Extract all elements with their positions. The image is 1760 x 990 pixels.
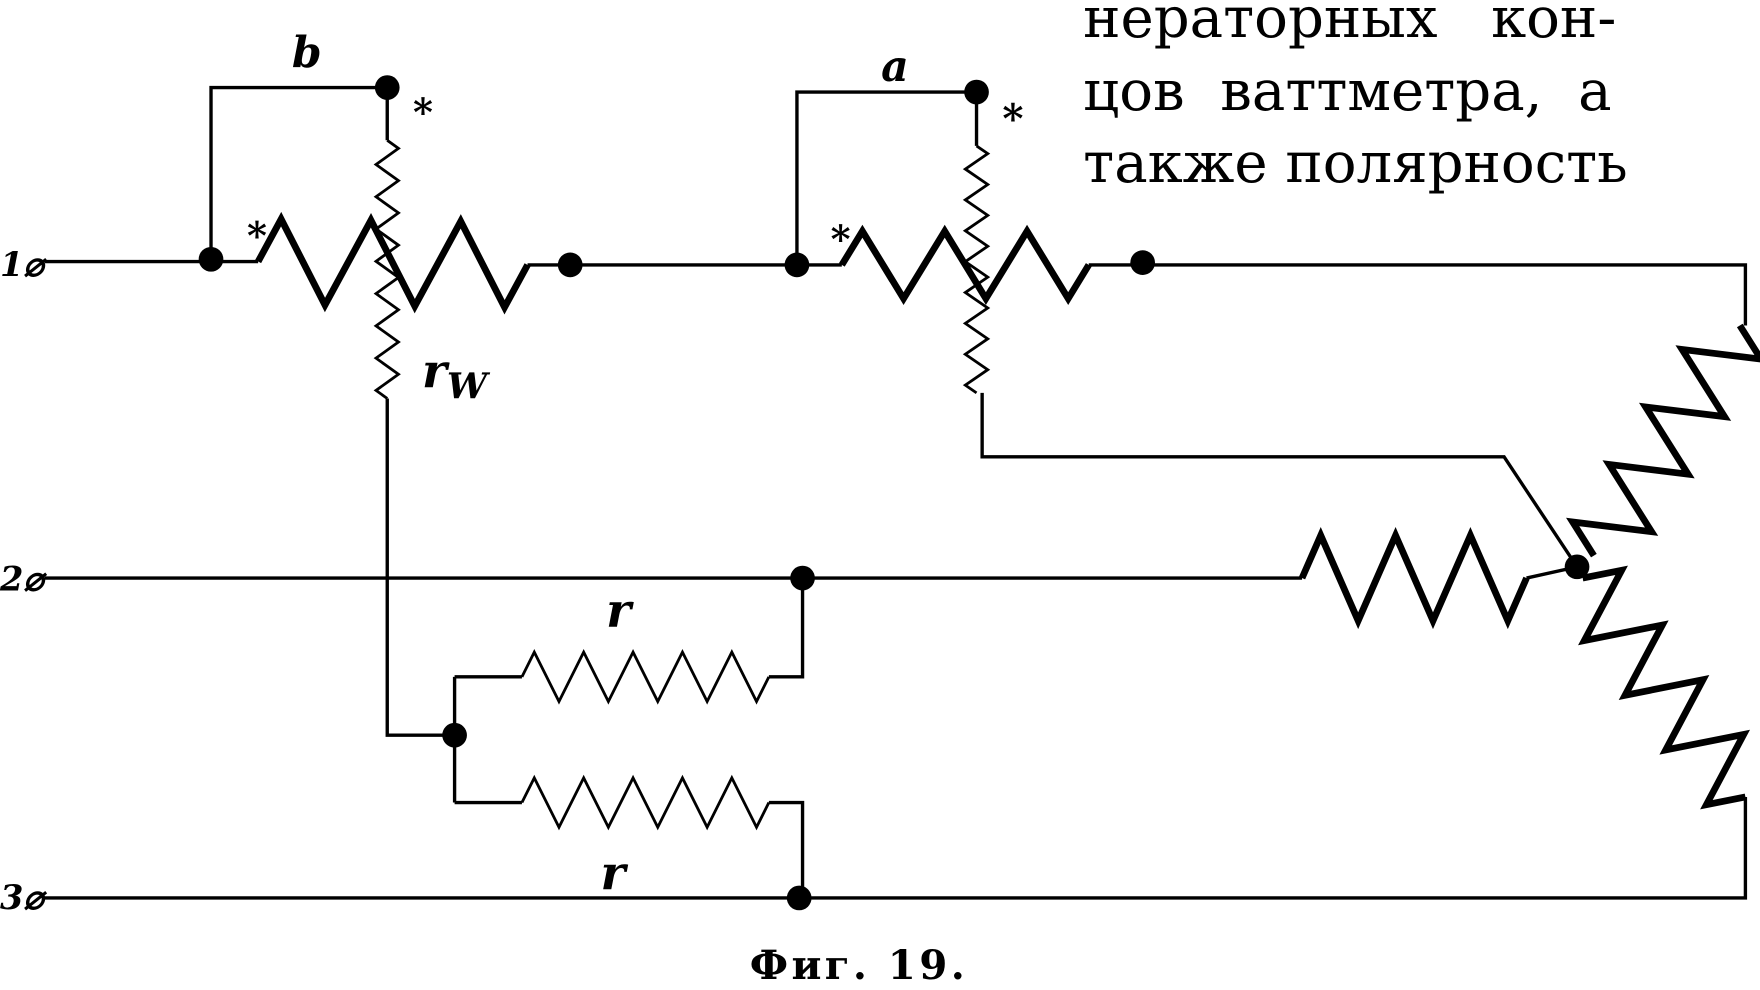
junction-node <box>1130 250 1155 275</box>
phase-3-label: 3⌀ <box>0 877 47 917</box>
star-marker-b-current: * <box>247 213 267 258</box>
junction-node <box>790 565 815 591</box>
load-resistor-3 <box>1298 527 1530 630</box>
line-1-right-wire <box>1088 263 1748 326</box>
r-resistor-upper <box>520 649 771 705</box>
load-resistor-2 <box>1578 565 1751 810</box>
text-line-3: также полярность <box>1083 131 1628 196</box>
wire <box>768 578 805 679</box>
text-line-2: цов ваттметра, а <box>1083 59 1611 124</box>
wattmeter-b-voltage-coil <box>373 139 401 400</box>
figure-caption: Фиг. 19. <box>750 941 968 989</box>
star-marker-a-voltage: * <box>1002 94 1023 142</box>
junction-node <box>198 246 224 272</box>
junction-node <box>442 722 467 748</box>
resistors <box>255 139 1760 831</box>
r-upper-label: r <box>606 583 634 638</box>
wattmeter-b-current-coil <box>255 211 531 315</box>
wires <box>44 85 1748 900</box>
wattmeter-a-voltage-coil <box>962 144 991 395</box>
rw-label: rW <box>422 344 491 407</box>
loop-a-label: a <box>881 42 909 92</box>
junction-node <box>964 79 989 105</box>
junction-node <box>374 75 400 100</box>
rw-return-wire <box>385 398 455 737</box>
wattmeter-b-voltage-loop <box>209 85 389 260</box>
line-3-wire <box>44 796 1748 900</box>
r-lower-label: r <box>601 846 629 901</box>
text-line-1: нераторных кон- <box>1083 0 1616 51</box>
junction-nodes <box>198 75 1590 911</box>
loop-b-label: b <box>292 28 322 78</box>
wattmeter-a-current-coil <box>838 224 1092 306</box>
junction-node <box>786 885 812 911</box>
wattmeter-a-voltage-loop <box>795 90 979 265</box>
phase-2-label: 2⌀ <box>0 558 47 598</box>
wattmeter-a-return-wire <box>980 392 1579 568</box>
star-marker-b-voltage: * <box>413 90 433 135</box>
junction-node <box>1564 554 1590 580</box>
load-resistor-1 <box>1566 323 1760 558</box>
star-marker-a-current: * <box>831 217 851 262</box>
wire <box>768 800 805 898</box>
r-resistor-lower <box>520 774 771 831</box>
junction-node <box>557 252 583 278</box>
phase-1-label: 1⌀ <box>0 244 47 284</box>
junction-node <box>784 252 810 278</box>
